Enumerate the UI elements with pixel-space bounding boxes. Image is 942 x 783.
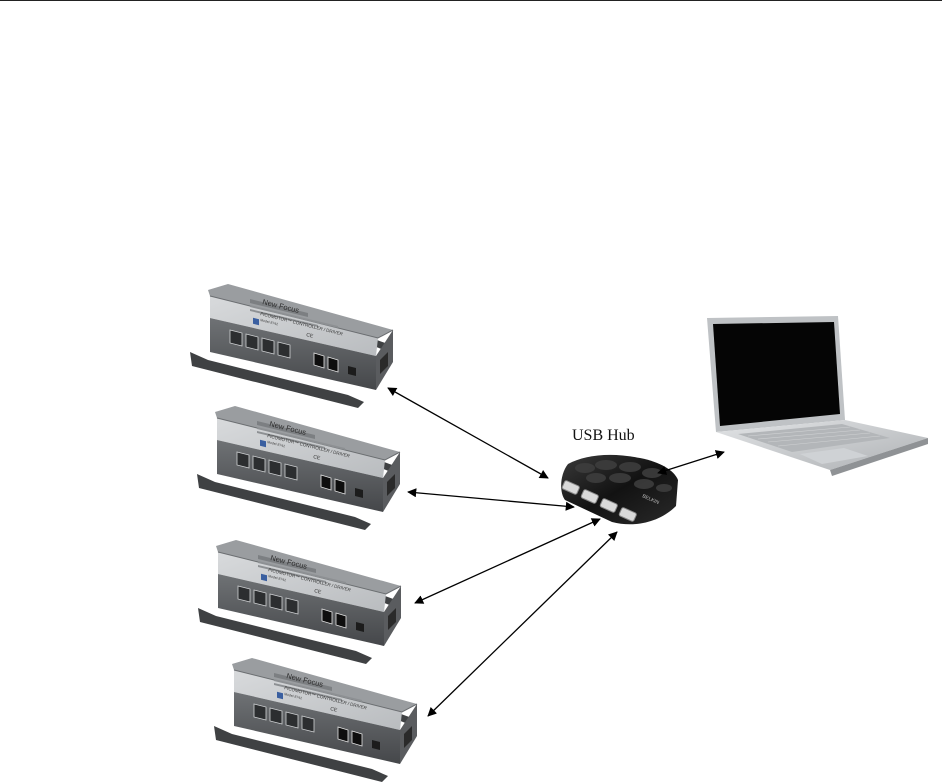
device-model: Model 8742 bbox=[260, 318, 279, 326]
device-mark: CE bbox=[314, 588, 323, 596]
device-model: Model 8742 bbox=[268, 574, 287, 582]
device-model: Model 8742 bbox=[267, 440, 286, 448]
device-mark: CE bbox=[306, 332, 315, 340]
arrow-device-2-hub bbox=[407, 488, 575, 511]
device-model: Model 8742 bbox=[284, 692, 303, 700]
arrow-hub-laptop bbox=[657, 450, 725, 475]
usb-hub-label: USB Hub bbox=[572, 427, 635, 444]
arrow-device-4-hub bbox=[427, 531, 618, 717]
laptop-icon bbox=[707, 316, 928, 476]
connection-arrows bbox=[387, 387, 725, 717]
top-rule bbox=[0, 0, 942, 1]
arrow-device-1-hub bbox=[387, 387, 549, 479]
usb-hub: BELKIN bbox=[561, 454, 678, 525]
arrow-device-3-hub bbox=[414, 518, 601, 604]
controller-device-4: New Focus PICOMOTOR™ CONTROLLER / DRIVER… bbox=[213, 657, 418, 783]
device-mark: CE bbox=[313, 454, 322, 462]
device-mark: CE bbox=[330, 706, 339, 714]
controller-device-1: New Focus PICOMOTOR™ CONTROLLER / DRIVER… bbox=[189, 283, 394, 409]
controller-device-3: New Focus PICOMOTOR™ CONTROLLER / DRIVER… bbox=[197, 539, 402, 665]
controller-device-2: New Focus PICOMOTOR™ CONTROLLER / DRIVER… bbox=[196, 405, 401, 531]
usb-port-icon bbox=[561, 480, 637, 522]
